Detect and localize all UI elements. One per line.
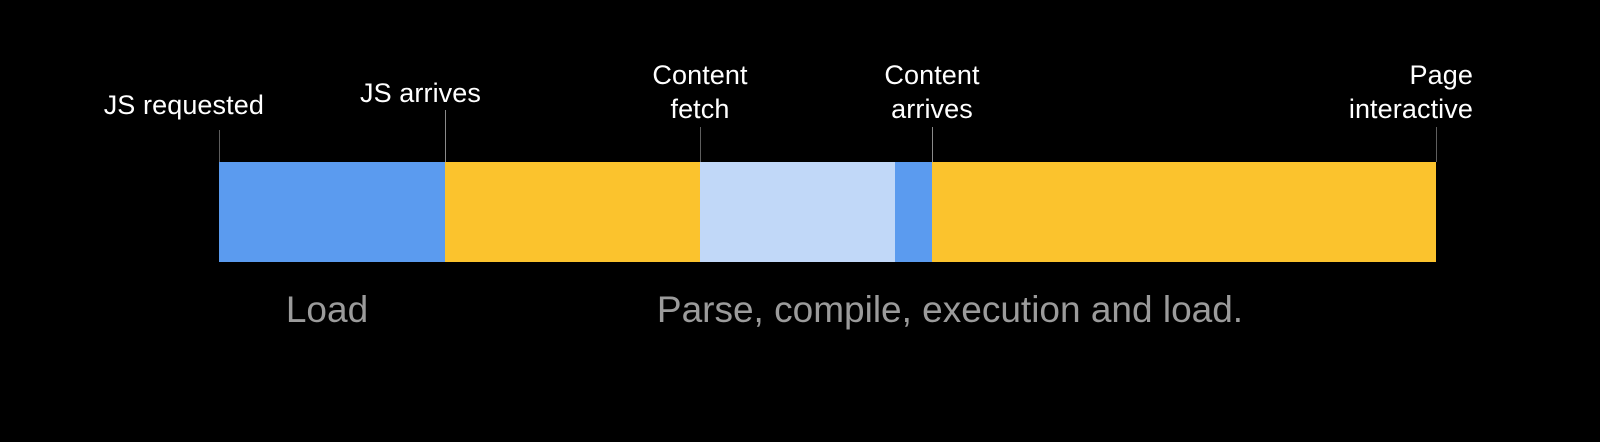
bar-segment-js-load[interactable]: [219, 162, 445, 262]
tick-js-requested: [219, 130, 220, 162]
tick-js-arrives: [445, 110, 446, 162]
event-label-js-arrives: JS arrives: [359, 78, 481, 108]
bar-segment-content-load[interactable]: [895, 162, 932, 262]
timeline-bar: [219, 162, 1436, 262]
event-label-content-fetch: Content fetch: [652, 60, 748, 124]
caption-parse-compile: Parse, compile, execution and load.: [656, 289, 1244, 330]
event-label-js-requested: JS requested: [103, 90, 264, 120]
caption-load: Load: [285, 289, 369, 330]
tick-content-fetch: [700, 127, 701, 162]
tick-content-arrives: [932, 127, 933, 162]
tick-page-interactive: [1436, 127, 1437, 162]
bar-segment-final-exec[interactable]: [932, 162, 1436, 262]
bar-segment-content-fetch[interactable]: [700, 162, 895, 262]
bar-segment-js-parse-exec[interactable]: [445, 162, 700, 262]
event-label-page-interactive: Page interactive: [1348, 60, 1473, 124]
event-label-content-arrives: Content arrives: [884, 60, 980, 124]
